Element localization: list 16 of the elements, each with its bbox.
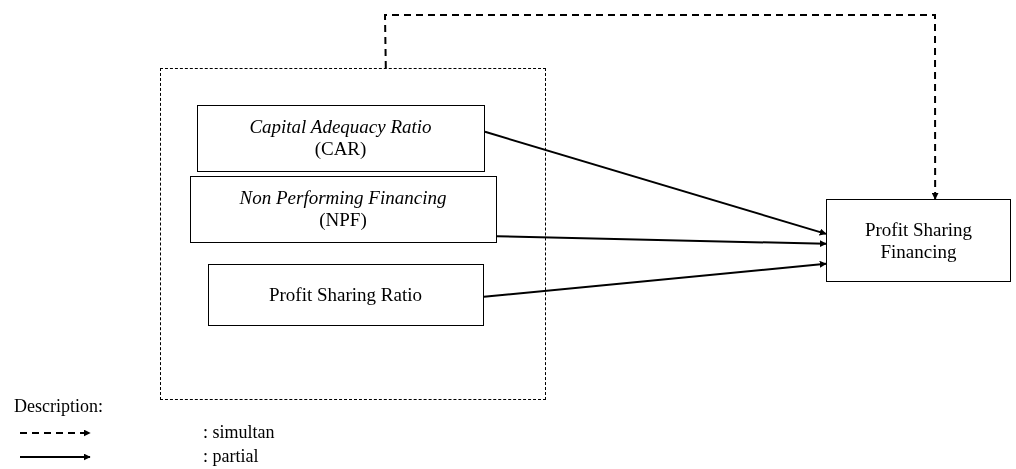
legend-text: : partial [203, 446, 259, 467]
legend-heading: Description: [14, 396, 103, 417]
text-box [207, 263, 484, 326]
arrow [384, 14, 939, 200]
dashed-group-box [160, 68, 546, 400]
arrow [496, 235, 827, 248]
arrow [483, 260, 827, 298]
text-box [826, 199, 1011, 282]
legend-text: : simultan [203, 422, 275, 443]
node-text: Profit Sharing Financing [863, 218, 974, 263]
arrow [484, 130, 827, 236]
text-box [196, 104, 485, 172]
node-text: Profit Sharing Ratio [268, 283, 423, 306]
text-box [189, 175, 497, 243]
node-text: Capital Adequacy Ratio (CAR) [248, 116, 433, 160]
node-text: Non Performing Financing (NPF) [238, 187, 448, 231]
